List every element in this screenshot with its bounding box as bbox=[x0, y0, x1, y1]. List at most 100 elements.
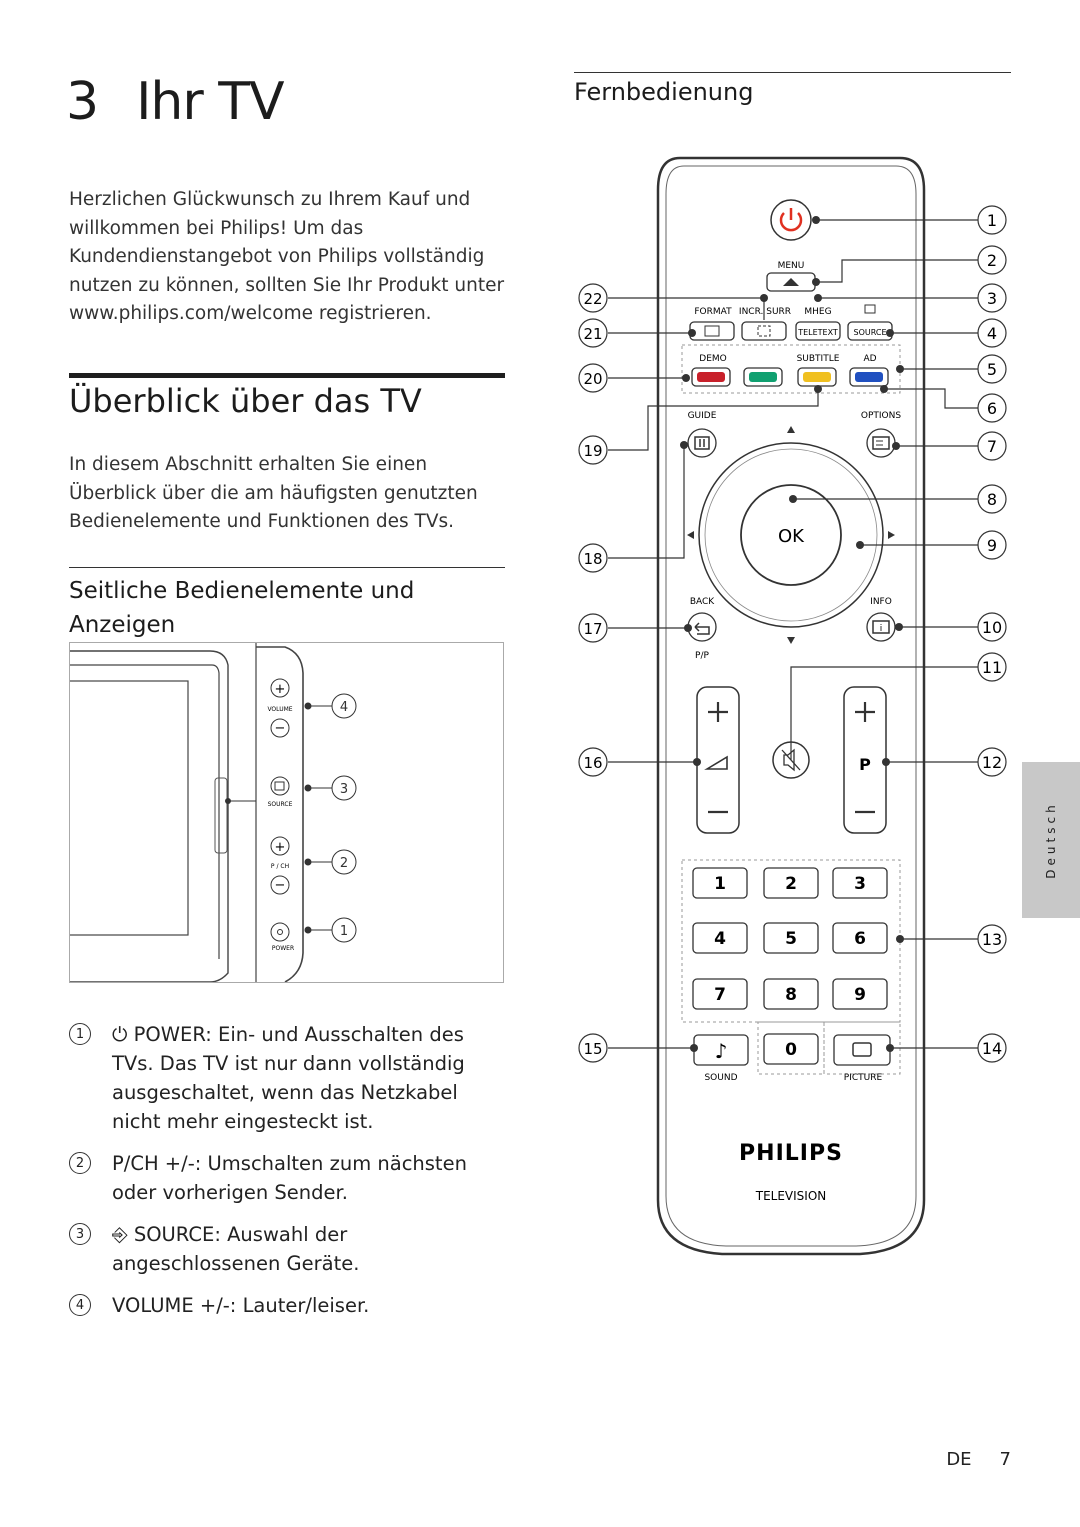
side-callout-1: 1 bbox=[340, 924, 348, 939]
picture-icon bbox=[852, 1042, 872, 1057]
menu-label: MENU bbox=[778, 261, 805, 271]
digit-label: 4 bbox=[714, 929, 726, 949]
color-key-3 bbox=[797, 367, 837, 387]
item-number: 4 bbox=[69, 1294, 91, 1316]
back-label: BACK bbox=[690, 597, 715, 607]
overview-heading: Überblick über das TV bbox=[69, 382, 422, 420]
television-label: TELEVISION bbox=[755, 1189, 827, 1203]
digit-key: 0 bbox=[763, 1033, 819, 1065]
digit-key: 7 bbox=[692, 978, 748, 1010]
arrow-left-icon bbox=[687, 531, 694, 539]
digit-label: 2 bbox=[785, 874, 797, 894]
program-label: P bbox=[859, 755, 871, 774]
menu-home-icon bbox=[766, 272, 816, 292]
callout-number: 12 bbox=[982, 753, 1002, 772]
callout-number: 13 bbox=[982, 930, 1002, 949]
heading-rule bbox=[69, 373, 505, 378]
overview-text: In diesem Abschnitt erhalten Sie einen Ü… bbox=[69, 454, 478, 532]
info-label: INFO bbox=[870, 597, 892, 607]
callout-number: 3 bbox=[987, 289, 997, 308]
digit-label: 0 bbox=[785, 1040, 797, 1060]
mheg-label: MHEG bbox=[804, 307, 831, 317]
list-item: 1 ⏻ POWER: Ein- und Ausschalten des TVs.… bbox=[69, 1020, 509, 1136]
back-icon bbox=[687, 612, 717, 642]
remote-heading-rule bbox=[574, 72, 1011, 73]
power-label: POWER bbox=[272, 945, 294, 952]
svg-text:+: + bbox=[275, 682, 286, 697]
digit-key: 5 bbox=[763, 922, 819, 954]
digit-label: 6 bbox=[854, 929, 866, 949]
pp-label: P/P bbox=[695, 651, 709, 661]
callout-number: 14 bbox=[982, 1039, 1002, 1058]
arrow-down-icon bbox=[787, 637, 795, 644]
item-text: VOLUME +/-: Lauter/leiser. bbox=[112, 1294, 370, 1317]
info-icon: i bbox=[866, 612, 896, 642]
color-key-4 bbox=[849, 367, 889, 387]
intro-text: Herzlichen Glückwunsch zu Ihrem Kauf und… bbox=[69, 189, 505, 324]
ad-label: AD bbox=[863, 354, 876, 364]
ok-label: OK bbox=[778, 526, 805, 547]
source-button-icon bbox=[270, 776, 290, 796]
list-item: 2 P/CH +/-: Umschalten zum nächsten oder… bbox=[69, 1149, 509, 1207]
side-controls-heading: Seitliche Bedienelemente und Anzeigen bbox=[69, 578, 415, 638]
callout-number: 7 bbox=[987, 437, 997, 456]
source-key-label: SOURCE bbox=[853, 328, 886, 337]
item-number: 1 bbox=[69, 1023, 91, 1045]
sound-note-icon: ♪ bbox=[715, 1039, 728, 1063]
options-icon bbox=[866, 428, 896, 458]
item-text: SOURCE: Auswahl der angeschlossenen Gerä… bbox=[112, 1223, 360, 1275]
callout-number: 1 bbox=[987, 211, 997, 230]
arrow-right-icon bbox=[888, 531, 895, 539]
remote-illustration: MENU FORMAT INCR. SURR MHEG TELETEXT SOU… bbox=[578, 156, 1007, 1256]
pch-minus-icon: − bbox=[270, 875, 290, 895]
item-number: 3 bbox=[69, 1223, 91, 1245]
teletext-button bbox=[795, 321, 841, 341]
digit-key: 6 bbox=[832, 922, 888, 954]
digit-label: 1 bbox=[714, 874, 726, 894]
teletext-label: TELETEXT bbox=[797, 328, 838, 337]
arrow-up-icon bbox=[787, 426, 795, 433]
source-icon-label bbox=[864, 304, 876, 314]
language-tab: Deutsch bbox=[1022, 762, 1080, 918]
side-controls-list: 1 ⏻ POWER: Ein- und Ausschalten des TVs.… bbox=[69, 1020, 509, 1333]
digit-label: 8 bbox=[785, 985, 797, 1005]
digit-key: 8 bbox=[763, 978, 819, 1010]
pch-plus-icon: + bbox=[270, 836, 290, 856]
callout-number: 11 bbox=[982, 658, 1002, 677]
language-tab-label: Deutsch bbox=[1044, 801, 1058, 879]
side-callout-2: 2 bbox=[340, 856, 348, 871]
item-number: 2 bbox=[69, 1152, 91, 1174]
callout-number: 8 bbox=[987, 490, 997, 509]
list-item: 3 ⎆ SOURCE: Auswahl der angeschlossenen … bbox=[69, 1220, 509, 1278]
svg-text:−: − bbox=[275, 721, 286, 736]
guide-icon bbox=[687, 428, 717, 458]
digit-key: 2 bbox=[763, 867, 819, 899]
callout-number: 15 bbox=[583, 1040, 602, 1058]
options-label: OPTIONS bbox=[861, 411, 901, 421]
item-text: P/CH +/-: Umschalten zum nächsten oder v… bbox=[112, 1152, 467, 1204]
svg-text:i: i bbox=[880, 624, 883, 634]
side-callout-3: 3 bbox=[340, 782, 348, 797]
digit-label: 9 bbox=[854, 985, 866, 1005]
color-key-2 bbox=[743, 367, 783, 387]
subheading-rule bbox=[69, 567, 505, 568]
callout-number: 17 bbox=[583, 620, 602, 638]
power-icon: ⏻ bbox=[112, 1023, 134, 1046]
svg-text:+: + bbox=[275, 840, 286, 855]
digit-label: 7 bbox=[714, 985, 726, 1005]
callout-number: 16 bbox=[583, 754, 602, 772]
incr-surr-button bbox=[741, 321, 787, 341]
source-label: SOURCE bbox=[268, 801, 293, 808]
callout-number: 21 bbox=[583, 325, 602, 343]
footer-lang: DE bbox=[946, 1449, 972, 1470]
callout-number: 20 bbox=[583, 370, 602, 388]
list-item: 4 VOLUME +/-: Lauter/leiser. bbox=[69, 1291, 509, 1320]
format-label: FORMAT bbox=[694, 307, 732, 317]
digit-key: 3 bbox=[832, 867, 888, 899]
incr-surr-icon bbox=[757, 325, 771, 337]
volume-label: VOLUME bbox=[267, 706, 292, 713]
guide-label: GUIDE bbox=[688, 411, 717, 421]
volume-icon bbox=[704, 755, 728, 770]
volume-minus-icon: − bbox=[270, 718, 290, 738]
format-icon bbox=[704, 325, 720, 337]
